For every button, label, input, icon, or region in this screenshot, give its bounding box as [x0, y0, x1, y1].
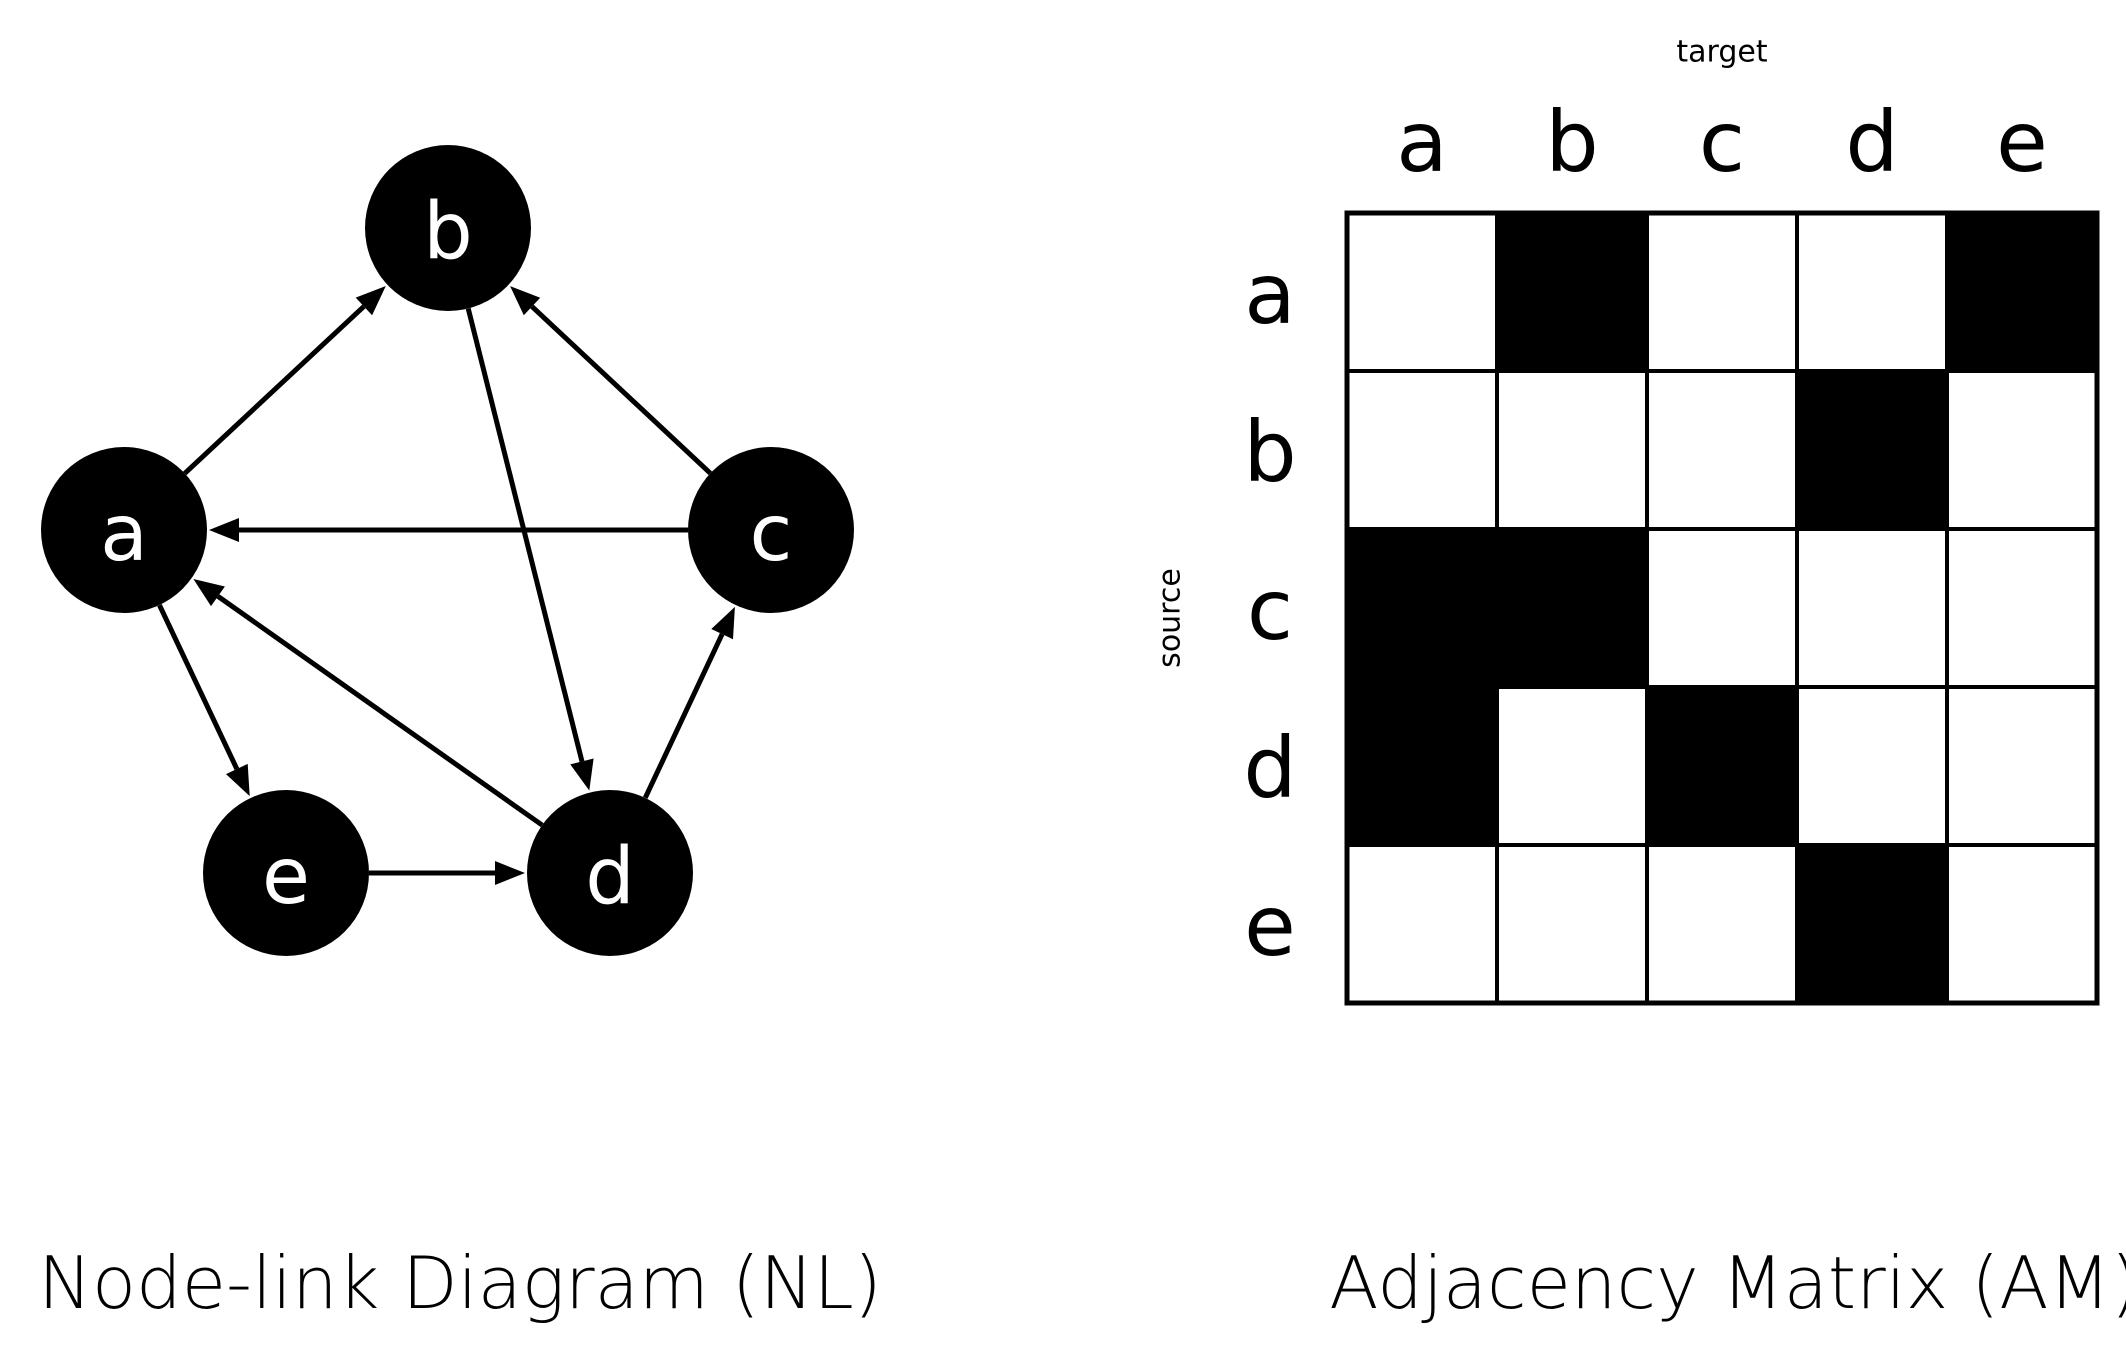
- edge-line: [216, 594, 544, 828]
- node-label: c: [750, 489, 793, 579]
- edge-a-b: [183, 286, 386, 476]
- column-header-b: b: [1545, 93, 1598, 191]
- matrix-cell-b-b: [1495, 369, 1649, 531]
- matrix-cell-c-b: [1495, 527, 1649, 689]
- matrix-cell-d-a: [1345, 685, 1499, 847]
- arrow-head: [355, 286, 386, 316]
- node-circle: [41, 447, 207, 613]
- matrix-cell-e-d: [1795, 843, 1949, 1005]
- node-label: a: [100, 489, 148, 579]
- node-label: d: [585, 832, 635, 922]
- edge-b-d: [465, 307, 594, 791]
- edge-d-a: [193, 579, 544, 828]
- node-circle: [688, 447, 854, 613]
- node-link-nodes: a b c d e: [41, 145, 854, 956]
- arrow-head: [209, 518, 239, 542]
- matrix-cell-a-e: [1945, 211, 2099, 373]
- row-header-d: d: [1243, 719, 1296, 817]
- row-header-a: a: [1244, 245, 1295, 343]
- edge-line: [183, 304, 366, 476]
- column-axis-title: target: [1676, 35, 1767, 70]
- matrix-border: [1344, 210, 2100, 1006]
- column-header-a: a: [1396, 93, 1447, 191]
- edge-a-e: [157, 603, 250, 797]
- matrix-cell-e-c: [1645, 843, 1799, 1005]
- matrix-cell-c-a: [1345, 527, 1499, 689]
- row-axis-title: source: [1153, 568, 1188, 668]
- column-header-c: c: [1699, 93, 1745, 191]
- node-label: e: [262, 832, 310, 922]
- column-header-e: e: [1996, 93, 2048, 191]
- matrix-cell-d-e: [1945, 685, 2099, 847]
- node-b: b: [365, 145, 531, 311]
- node-label: b: [423, 187, 473, 277]
- matrix-cells: [1345, 211, 2099, 1005]
- arrow-head: [510, 286, 541, 316]
- arrow-head: [570, 758, 594, 791]
- edge-c-b: [510, 286, 713, 476]
- edge-line: [465, 307, 585, 763]
- matrix-cell-e-e: [1945, 843, 2099, 1005]
- row-header-b: b: [1243, 403, 1296, 501]
- matrix-cell-e-a: [1345, 843, 1499, 1005]
- matrix-cell-a-c: [1645, 211, 1799, 373]
- matrix-cell-d-b: [1495, 685, 1649, 847]
- edge-line: [530, 304, 713, 476]
- edge-e-d: [369, 861, 525, 885]
- node-link-caption: Node-link Diagram (NL): [38, 1241, 882, 1325]
- arrow-head: [193, 579, 225, 607]
- row-header-e: e: [1244, 877, 1296, 975]
- edge-c-a: [209, 518, 688, 542]
- column-header-d: d: [1845, 93, 1898, 191]
- node-circle: [203, 790, 369, 956]
- matrix-cell-d-d: [1795, 685, 1949, 847]
- arrow-head: [711, 606, 735, 640]
- node-c: c: [688, 447, 854, 613]
- matrix-cell-c-c: [1645, 527, 1799, 689]
- matrix-cell-a-b: [1495, 211, 1649, 373]
- edge-line: [643, 633, 725, 799]
- node-e: e: [203, 790, 369, 956]
- matrix-cell-b-d: [1795, 369, 1949, 531]
- node-a: a: [41, 447, 207, 613]
- matrix-cell-a-d: [1795, 211, 1949, 373]
- matrix-cell-e-b: [1495, 843, 1649, 1005]
- adjacency-matrix-caption: Adjacency Matrix (AM): [1329, 1241, 2126, 1325]
- node-link-edges: [157, 286, 735, 885]
- matrix-cell-b-a: [1345, 369, 1499, 531]
- matrix-cell-b-c: [1645, 369, 1799, 531]
- node-link-panel: a b c d e Node-link Diagram (NL): [38, 145, 882, 1325]
- edge-d-c: [643, 606, 735, 799]
- node-d: d: [527, 790, 693, 956]
- matrix-cell-c-d: [1795, 527, 1949, 689]
- node-circle: [527, 790, 693, 956]
- matrix-cell-a-a: [1345, 211, 1499, 373]
- arrow-head: [495, 861, 525, 885]
- arrow-head: [226, 763, 250, 797]
- node-circle: [365, 145, 531, 311]
- matrix-cell-d-c: [1645, 685, 1799, 847]
- edge-line: [157, 603, 240, 771]
- row-header-c: c: [1247, 561, 1293, 659]
- matrix-cell-c-e: [1945, 527, 2099, 689]
- matrix-cell-b-e: [1945, 369, 2099, 531]
